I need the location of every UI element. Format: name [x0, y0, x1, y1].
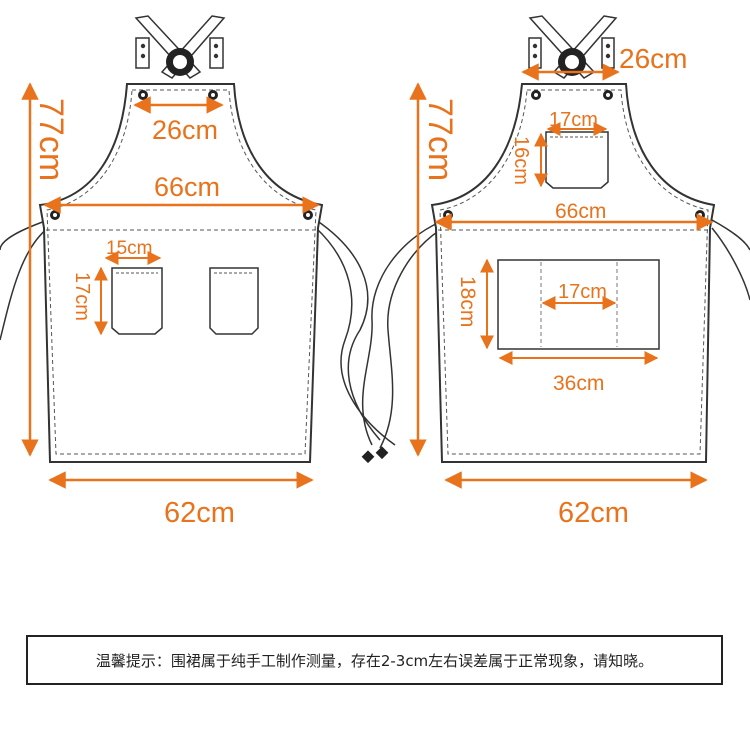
tie-end-icon [361, 446, 389, 464]
back-chest-width-label: 66cm [555, 200, 606, 223]
waist-tie-left [0, 219, 49, 341]
back-chest-pocket-height-label: 16cm [510, 136, 532, 185]
front-apron-body [38, 83, 324, 463]
front-pocket-height-label: 17cm [71, 272, 93, 321]
back-front-pocket-width-label: 36cm [553, 372, 604, 395]
front-height-label: 77cm [32, 98, 70, 181]
back-strap-width-label: 26cm [619, 43, 687, 74]
front-chest-width-label: 66cm [154, 172, 220, 202]
back-stitch [439, 89, 709, 455]
front-apron: 77cm 26cm 66cm 15cm 17cm 62cm [0, 15, 396, 529]
back-height-label: 77cm [421, 98, 459, 181]
notice-box: 温馨提示：围裙属于纯手工制作测量，存在2-3cm左右误差属于正常现象，请知晓。 [26, 635, 723, 685]
front-neck-width-label: 26cm [152, 115, 218, 145]
back-chest-pocket [545, 131, 609, 189]
notice-text: 温馨提示：围裙属于纯手工制作测量，存在2-3cm左右误差属于正常现象，请知晓。 [95, 652, 654, 670]
strap-ring-icon [166, 48, 194, 76]
back-waist-tie-left [361, 221, 441, 449]
back-front-pocket-section-label: 17cm [558, 281, 607, 303]
front-bottom-width-label: 62cm [164, 497, 235, 529]
back-front-pocket-height-label: 18cm [456, 276, 479, 327]
front-stitch [46, 89, 317, 455]
front-pocket-width-label: 15cm [106, 238, 152, 259]
back-apron: 77cm 26cm 17cm 16cm 66cm 18cm 17cm 36cm … [361, 15, 750, 529]
waist-tie-right [315, 219, 396, 446]
front-pocket-right [209, 267, 259, 335]
back-bottom-width-label: 62cm [558, 497, 629, 529]
back-front-pocket [497, 259, 660, 350]
back-waist-tie-right [711, 219, 750, 301]
back-chest-pocket-width-label: 17cm [549, 109, 598, 131]
front-pocket-left [111, 267, 163, 335]
